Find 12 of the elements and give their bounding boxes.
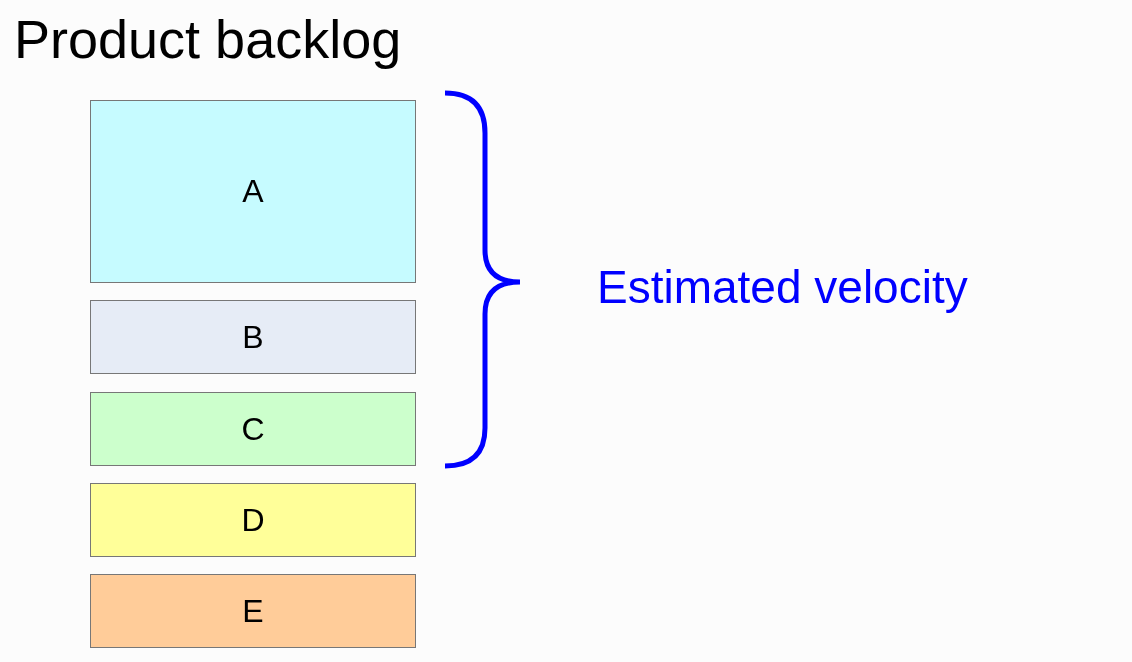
item-label: D [241,501,265,539]
item-label: A [242,173,264,210]
item-label: C [241,410,265,448]
bracket-label: Estimated velocity [597,260,968,314]
item-label: E [242,592,264,630]
backlog-item-box [90,392,416,466]
item-label: B [242,318,264,356]
backlog-item-box [90,100,416,283]
title: Product backlog [14,8,402,70]
backlog-item-box [90,574,416,648]
backlog-item-box [90,300,416,374]
backlog-item-box [90,483,416,557]
